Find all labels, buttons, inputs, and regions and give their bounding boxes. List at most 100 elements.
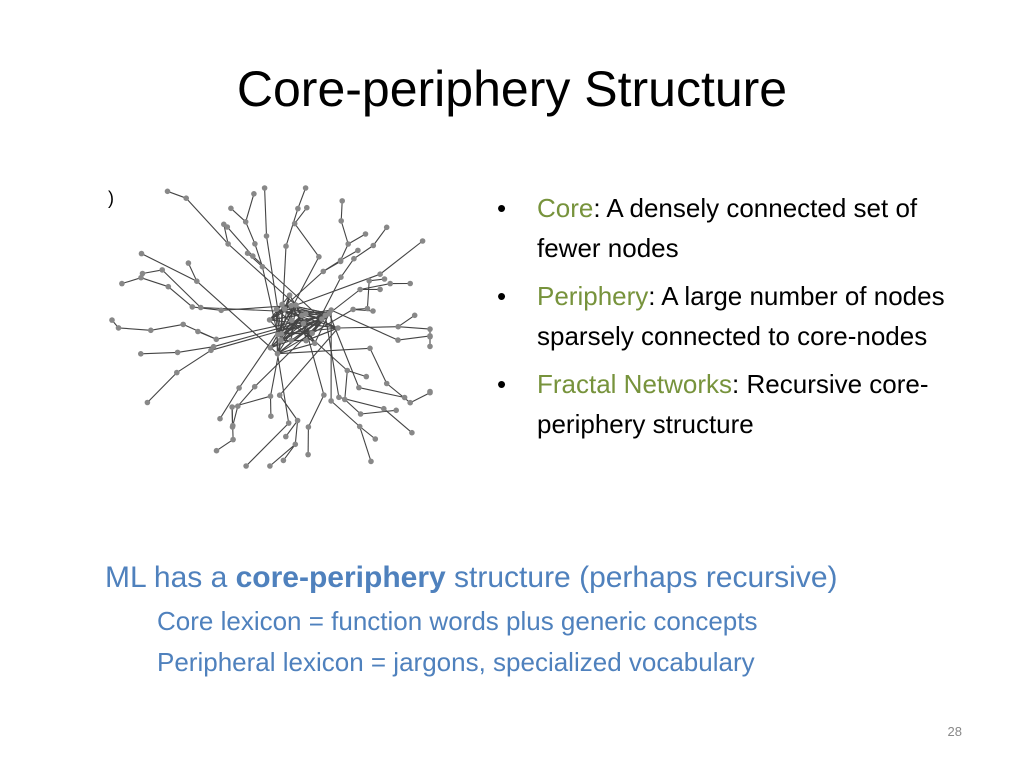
network-node <box>419 238 426 244</box>
network-edge <box>245 422 290 467</box>
network-edge <box>294 207 308 224</box>
network-edge <box>277 256 320 335</box>
network-node <box>335 325 341 331</box>
network-edge <box>294 223 320 258</box>
network-node <box>138 274 144 281</box>
network-edge <box>282 443 296 461</box>
network-edge <box>340 220 349 245</box>
network-node <box>337 257 344 264</box>
network-node <box>225 241 231 247</box>
network-node <box>362 231 369 237</box>
network-edge <box>397 314 416 328</box>
network-node <box>278 331 285 337</box>
network-node <box>377 286 383 293</box>
network-node <box>267 393 274 399</box>
network-node <box>213 336 220 343</box>
network-edge <box>269 270 324 321</box>
network-node <box>370 308 376 314</box>
network-node <box>180 321 186 328</box>
network-edge <box>161 269 202 308</box>
figure-mark: ) <box>108 188 114 208</box>
network-edge <box>280 323 304 342</box>
network-node <box>383 380 390 387</box>
network-edge <box>291 319 348 371</box>
network-node <box>194 278 200 284</box>
network-edge <box>366 280 370 309</box>
network-edge <box>372 226 388 246</box>
network-node <box>338 274 344 280</box>
network-node <box>119 280 125 287</box>
network-edge <box>269 443 296 467</box>
network-node <box>263 233 270 239</box>
network-edge <box>219 387 240 419</box>
network-node <box>235 403 241 409</box>
network-edge <box>167 190 187 199</box>
network-node <box>278 337 284 344</box>
network-node <box>280 457 287 464</box>
network-edge <box>294 420 299 445</box>
network-edge <box>245 193 255 222</box>
network-edge <box>140 351 178 355</box>
network-node <box>261 185 268 191</box>
network-node <box>316 254 322 260</box>
network-edge <box>192 306 222 311</box>
network-node <box>230 436 236 443</box>
bullet-fractal: • Fractal Networks: Recursive core-perip… <box>497 364 967 444</box>
network-node <box>328 307 334 313</box>
network-node <box>338 218 344 224</box>
network-node <box>218 307 224 314</box>
network-edge <box>216 314 326 340</box>
network-node <box>294 417 301 424</box>
network-node <box>148 327 154 334</box>
network-node <box>286 292 293 298</box>
network-edge <box>369 348 388 384</box>
network-node <box>276 392 283 398</box>
network-edge <box>147 372 178 403</box>
network-node <box>252 241 258 247</box>
network-edge <box>347 233 366 245</box>
network-node <box>381 405 387 412</box>
network-node <box>381 276 388 282</box>
summary-suffix: structure (perhaps recursive) <box>445 561 838 594</box>
slide-title: Core-periphery Structure <box>236 61 788 117</box>
network-edge <box>277 347 371 355</box>
network-node <box>210 343 217 350</box>
network-node <box>427 334 433 340</box>
network-node <box>351 255 357 262</box>
network-edge <box>216 439 234 452</box>
network-node <box>304 204 310 211</box>
network-node <box>319 316 325 322</box>
network-edge <box>301 315 325 396</box>
network-node <box>345 241 351 247</box>
network-edge <box>330 400 361 427</box>
network-node <box>165 283 172 290</box>
network-node <box>259 263 266 270</box>
network-edge <box>359 426 376 440</box>
network-node <box>344 367 351 374</box>
network-node <box>309 330 315 337</box>
network-edge <box>358 387 405 399</box>
network-node <box>311 340 318 347</box>
network-node <box>244 250 251 256</box>
network-node <box>139 270 146 277</box>
bullet-icon: • <box>497 281 507 311</box>
network-edge <box>386 383 411 404</box>
network-node <box>339 198 345 204</box>
network-node <box>195 328 201 335</box>
network-node <box>427 388 433 395</box>
network-edge <box>261 266 279 335</box>
network-edge <box>140 277 169 288</box>
network-node <box>293 302 299 308</box>
network-node <box>267 463 273 469</box>
network-node <box>197 304 204 311</box>
network-edge <box>314 313 330 344</box>
network-node <box>356 423 363 430</box>
network-node <box>302 311 309 317</box>
bullet-keyword: Core <box>537 193 594 223</box>
network-node <box>367 345 373 352</box>
network-node <box>303 337 309 344</box>
network-node <box>230 422 236 429</box>
network-edge <box>276 353 290 424</box>
network-diagram: ) <box>108 185 433 469</box>
network-edge <box>323 259 341 272</box>
